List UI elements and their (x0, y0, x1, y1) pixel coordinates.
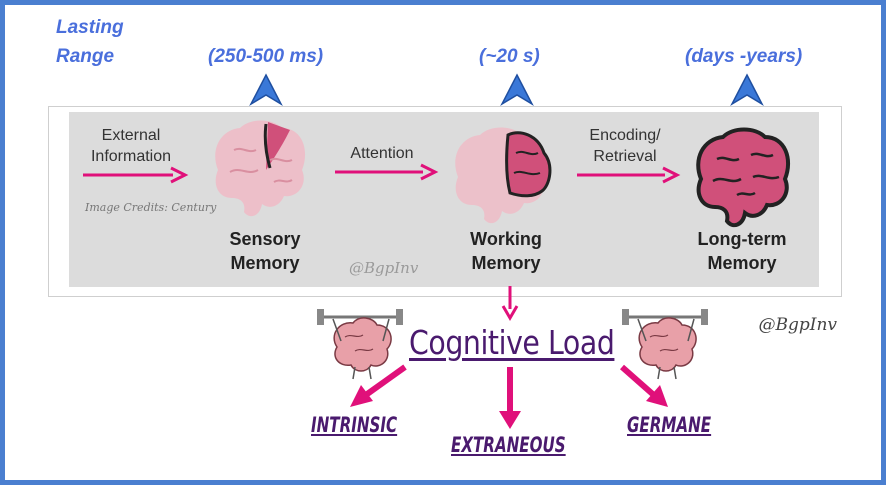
sensory-line1: Sensory (229, 229, 301, 249)
branch-arrow-germane (620, 364, 668, 407)
up-arrow-icon (500, 73, 534, 107)
lasting-label-line2: Range (56, 46, 115, 67)
branch-arrow-intrinsic (350, 364, 407, 407)
working-line1: Working (470, 229, 542, 249)
external-info-line1: External (101, 127, 161, 144)
watermark-panel: @BgpInv (349, 259, 419, 277)
brain-weightlifting-icon (317, 309, 403, 380)
brain-icon (696, 127, 791, 228)
up-arrow-icon (249, 73, 283, 107)
diagram-graphics (83, 120, 791, 429)
longterm-line1: Long-term (697, 229, 787, 249)
image-credits: Image Credits: Century (85, 201, 217, 214)
sensory-memory-label: Sensory Memory (215, 227, 315, 275)
extraneous-label: EXTRANEOUS (451, 433, 566, 457)
flow-arrow (335, 163, 439, 181)
cognitive-load-title: Cognitive Load (409, 323, 615, 362)
sensory-line2: Memory (230, 253, 300, 273)
down-arrow (501, 286, 519, 321)
longterm-line2: Memory (707, 253, 777, 273)
working-range: (~20 s) (479, 46, 540, 67)
encoding-line1: Encoding/ (589, 127, 661, 144)
sensory-range: (250-500 ms) (208, 46, 324, 67)
brain-icon (215, 120, 306, 217)
brain-icon (455, 127, 552, 224)
external-info-label: External Information (83, 125, 179, 167)
longterm-range: (days -years) (685, 46, 803, 67)
lasting-label-line1: Lasting (56, 17, 124, 38)
watermark-side: @BgpInv (758, 315, 837, 335)
working-memory-label: Working Memory (454, 227, 558, 275)
flow-arrow (83, 166, 189, 184)
brain-weightlifting-icon (622, 309, 708, 380)
up-arrow-icon (730, 73, 764, 107)
flow-arrow (577, 166, 681, 184)
intrinsic-label: INTRINSIC (311, 413, 398, 437)
attention-label: Attention (350, 145, 414, 162)
branch-arrow-extraneous (499, 367, 521, 429)
memory-model-panel (69, 112, 819, 287)
encoding-retrieval-label: Encoding/ Retrieval (579, 125, 671, 167)
retrieval-line2: Retrieval (593, 148, 657, 165)
external-info-line2: Information (90, 148, 172, 165)
germane-label: GERMANE (627, 413, 712, 437)
working-line2: Memory (471, 253, 541, 273)
longterm-memory-label: Long-term Memory (685, 227, 799, 275)
